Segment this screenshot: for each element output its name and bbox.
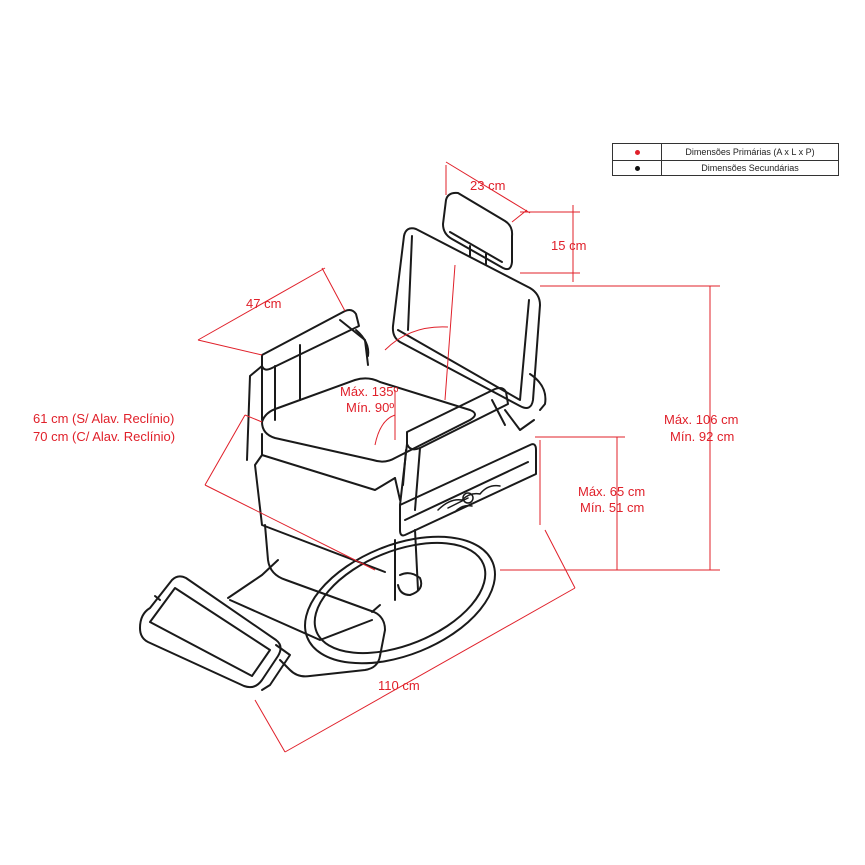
recline-min-label: Mín. 90º (346, 400, 394, 415)
seat-height-min-label: Mín. 51 cm (580, 500, 644, 515)
seat-height-max-label: Máx. 65 cm (578, 484, 645, 499)
legend-row-primary: Dimensões Primárias (A x L x P) (613, 144, 838, 161)
base-panel (399, 443, 537, 537)
left-armrest (261, 309, 360, 371)
legend-secondary-label: Dimensões Secundárias (701, 163, 799, 173)
red-dot-icon (634, 149, 640, 155)
dimension-lines (197, 161, 720, 753)
right-armrest (406, 387, 509, 451)
recline-max-label: Máx. 135º (340, 384, 398, 399)
black-dot-icon (634, 165, 640, 171)
total-height-max-label: Máx. 106 cm (664, 412, 738, 427)
depth-with-lever-label: 70 cm (C/ Alav. Reclínio) (33, 429, 175, 444)
legend: Dimensões Primárias (A x L x P) Dimensõe… (612, 143, 839, 176)
total-height-min-label: Mín. 92 cm (670, 429, 734, 444)
headrest (442, 191, 514, 271)
depth-without-lever-label: 61 cm (S/ Alav. Reclínio) (33, 411, 174, 426)
barber-chair-drawing (139, 191, 547, 691)
round-base (304, 535, 496, 665)
backrest (391, 227, 541, 409)
legend-primary-label: Dimensões Primárias (A x L x P) (685, 147, 815, 157)
footrest-frame (264, 524, 386, 678)
total-length-label: 110 cm (378, 678, 420, 693)
headrest-width-label: 23 cm (470, 178, 505, 193)
seat-width-label: 47 cm (246, 296, 281, 311)
legend-row-secondary: Dimensões Secundárias (613, 160, 838, 176)
headrest-height-label: 15 cm (551, 238, 586, 253)
footplate (139, 575, 282, 689)
seat (261, 377, 476, 463)
dimension-labels: 23 cm 15 cm 47 cm Máx. 135º Mín. 90º 61 … (33, 178, 738, 693)
